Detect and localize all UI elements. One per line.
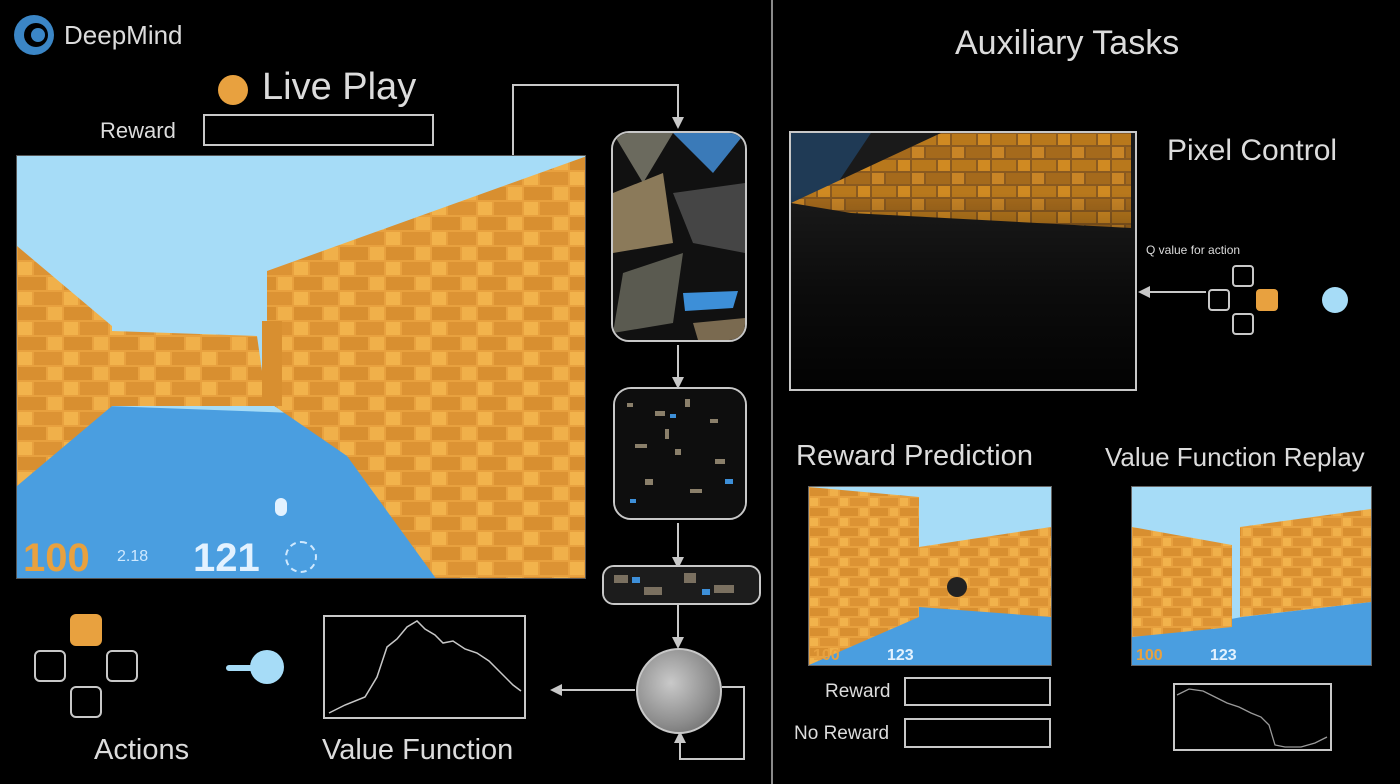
value-replay-view: 100 123 [1131, 486, 1372, 666]
live-play-title: Live Play [218, 66, 438, 112]
auxiliary-tasks-title: Auxiliary Tasks [955, 24, 1180, 62]
actions-label: Actions [94, 734, 190, 766]
conv-layer-2 [613, 387, 747, 520]
vr-hud-ammo: 123 [1210, 647, 1237, 664]
pc-action-left-button [1208, 289, 1230, 311]
value-function-plot [323, 615, 526, 719]
pc-action-up-button [1232, 265, 1254, 287]
rp-hud-ammo: 123 [887, 647, 914, 664]
action-left-button [34, 650, 66, 682]
value-function-label: Value Function [322, 734, 514, 766]
value-replay-label: Value Function Replay [1105, 442, 1365, 472]
deepmind-logo-icon [14, 15, 54, 55]
rp-reward-bar [904, 677, 1051, 706]
action-up-button [70, 614, 102, 646]
brand: DeepMind [12, 10, 212, 60]
reward-bar [203, 114, 434, 146]
reward-prediction-label: Reward Prediction [796, 440, 1033, 472]
panel-divider [771, 0, 773, 784]
rp-no-reward-bar [904, 718, 1051, 748]
pipeline-arrows [512, 84, 745, 760]
value-output-icon [226, 650, 284, 686]
conv-layer-1 [611, 131, 747, 342]
pc-value-icon [1322, 287, 1348, 313]
brand-name: DeepMind [64, 20, 183, 50]
value-replay-plot [1173, 683, 1332, 751]
pixel-control-pad [1208, 265, 1280, 337]
pixel-control-label: Pixel Control [1167, 134, 1338, 167]
pc-action-right-button [1256, 289, 1278, 311]
hud-ammo: 121 [193, 536, 260, 579]
action-down-button [70, 686, 102, 718]
hud-key-icon [275, 498, 287, 516]
live-play-label: Live Play [262, 66, 417, 108]
feature-layer [602, 565, 761, 605]
reward-label: Reward [100, 118, 176, 143]
vr-hud-health: 100 [1136, 647, 1163, 664]
q-value-label: Q value for action [1146, 243, 1241, 257]
rp-reward-label: Reward [825, 681, 891, 702]
hud-small: 2.18 [117, 548, 149, 565]
lstm-node [636, 648, 722, 734]
q-value-arrow [1138, 286, 1206, 298]
action-right-button [106, 650, 138, 682]
pc-action-down-button [1232, 313, 1254, 335]
rp-no-reward-label: No Reward [794, 723, 890, 744]
pixel-control-view [789, 131, 1137, 391]
rp-hud-health: 100 [813, 647, 840, 664]
game-view: 100 2.18 121 [16, 155, 586, 579]
reward-prediction-view: 100 123 [808, 486, 1052, 666]
hud-crosshair-icon [285, 541, 317, 573]
hud-health: 100 [23, 536, 90, 579]
live-indicator-icon [218, 75, 248, 105]
actions-pad [34, 614, 140, 720]
